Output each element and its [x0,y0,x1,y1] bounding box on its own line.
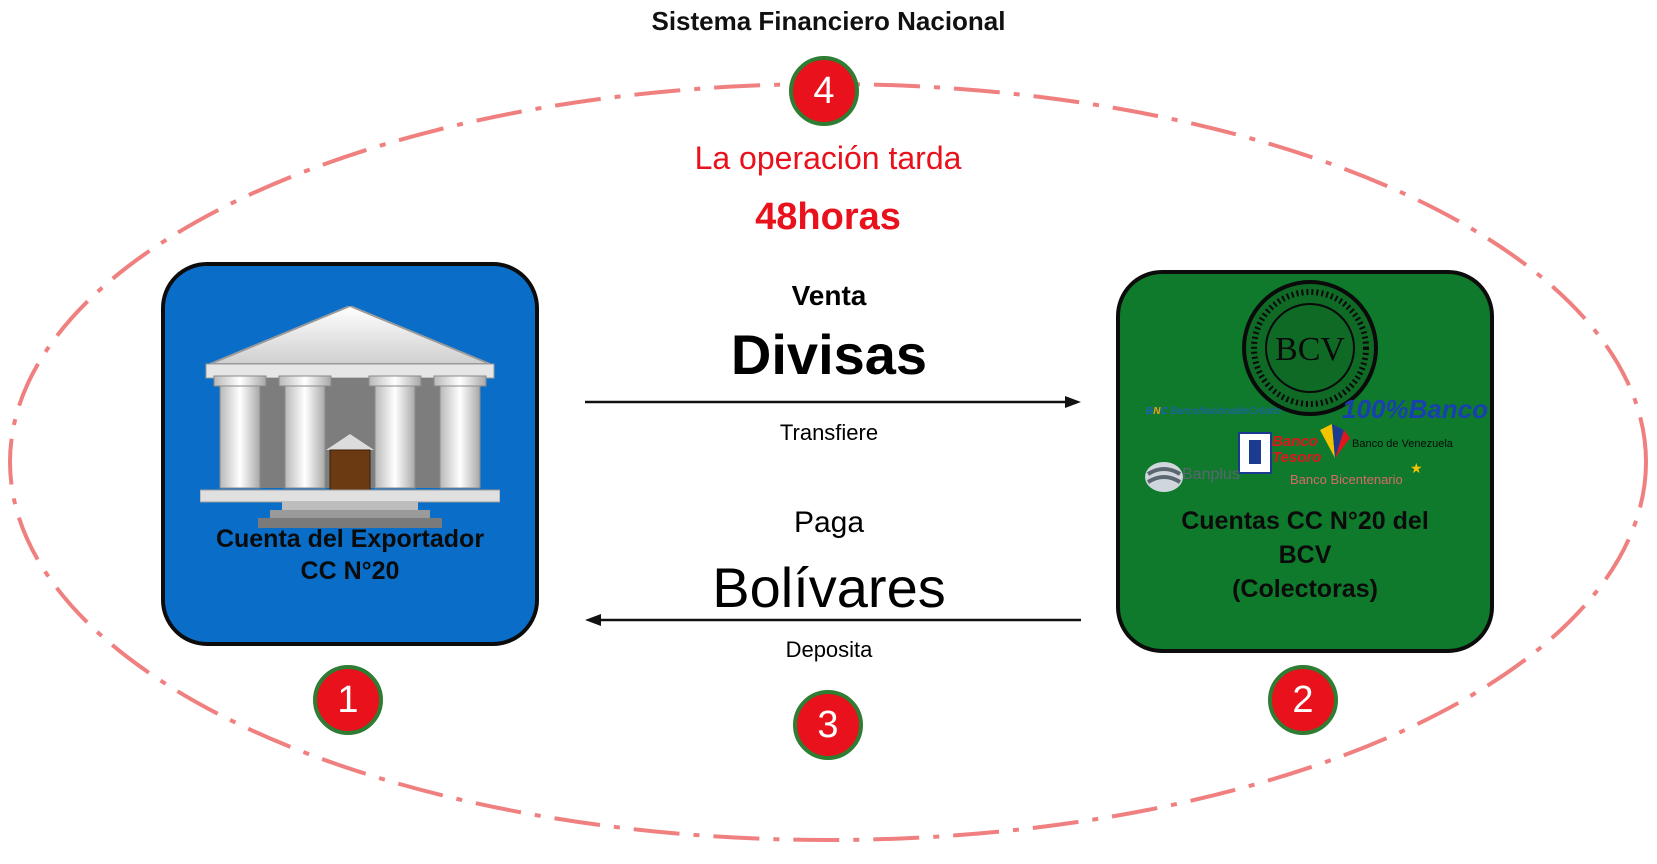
bnc-logo-text: BancoNacionaldeCrédito [1170,406,1282,417]
bolivares-label: Bolívares [712,556,946,619]
currency-label: Divisas [730,323,928,386]
bcv-label-line1: Cuentas CC N°20 del [1181,507,1429,535]
duration-note: La operación tarda [694,140,962,176]
deposit-caption: Deposita [785,637,873,662]
pay-label: Paga [793,506,865,539]
step-4-number: 4 [813,69,835,112]
bnc-logo: BNC BancoNacionaldeCrédito [1146,406,1282,417]
bcv-collector-accounts-card: BCV BNC BancoNacionaldeCrédito 100%Banco… [1116,270,1494,653]
tesoro-logo-line1: Banco [1272,433,1318,450]
step-3-number: 3 [817,703,839,746]
step-1-badge: 1 [313,665,383,735]
diagram-title: Sistema Financiero Nacional [651,6,1006,36]
bank-building-icon [200,306,500,528]
transfer-arrow [585,396,1081,408]
deposit-arrow [585,614,1081,626]
bicentenario-logo: Banco Bicentenario [1290,472,1403,487]
bcv-label-line2: BCV [1278,541,1332,569]
bcv-seal-icon: BCV [1242,280,1378,416]
tesoro-logo-line2: Tesoro [1272,449,1322,466]
duration-value: 48horas [755,196,901,238]
step-2-number: 2 [1292,678,1314,721]
exporter-label-line1: Cuenta del Exportador [215,525,485,553]
transfer-caption: Transfiere [779,420,879,445]
tesoro-logo: Banco Tesoro [1272,434,1321,466]
step-3-badge: 3 [793,690,863,760]
bicentenario-star-icon: ★ [1410,460,1423,476]
bcv-seal-text: BCV [1275,331,1345,368]
banco-venezuela-logo: Banco de Venezuela [1352,438,1453,450]
step-1-number: 1 [337,678,359,721]
banplus-logo-icon [1145,462,1183,492]
tesoro-logo-icon [1238,432,1272,474]
cien-banco-logo: 100%Banco [1342,394,1488,424]
bcv-label-line3: (Colectoras) [1232,575,1378,603]
banplus-logo: Banplus [1182,466,1240,483]
step-4-badge: 4 [789,56,859,126]
exporter-label-line2: CC N°20 [300,557,400,585]
step-2-badge: 2 [1268,665,1338,735]
banco-venezuela-logo-icon [1320,424,1350,458]
sale-label: Venta [791,280,867,311]
exporter-account-card: Cuenta del Exportador CC N°20 [161,262,539,646]
